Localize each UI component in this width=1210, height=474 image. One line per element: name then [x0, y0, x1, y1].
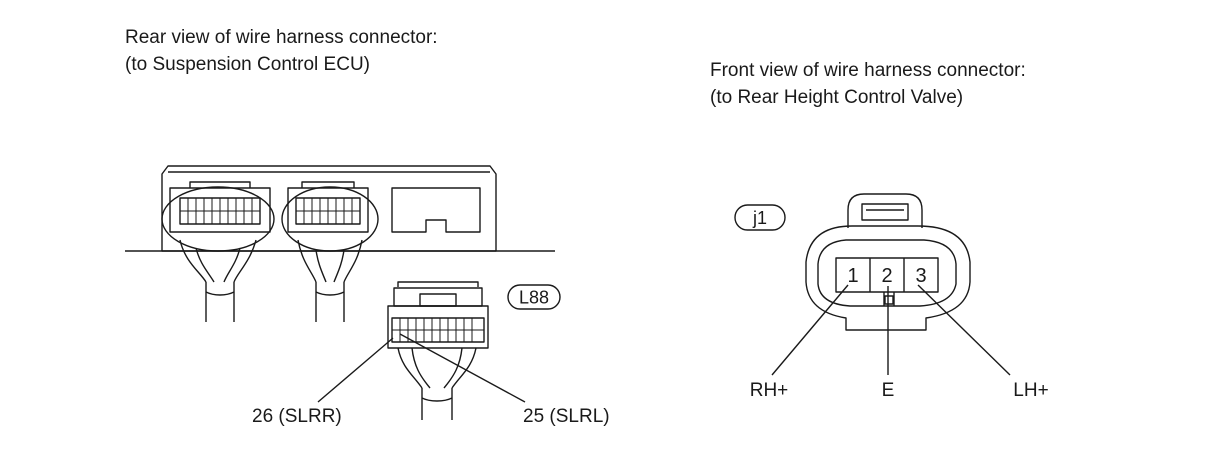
- j1-code-label: j1: [752, 208, 767, 228]
- left-title-line2: (to Suspension Control ECU): [125, 54, 370, 75]
- pin-26-label: 26 (SLRR): [252, 406, 342, 427]
- ecu-connector-block: [125, 165, 555, 322]
- left-title-line1: Rear view of wire harness connector:: [125, 27, 438, 48]
- pin-1-signal-label: RH+: [750, 380, 789, 401]
- pin-3-signal-label: LH+: [1013, 380, 1048, 401]
- pin-number-2: 2: [881, 265, 892, 287]
- pin-2-signal-label: E: [882, 380, 895, 401]
- valve-connector: j1 1 2 3: [734, 193, 1011, 376]
- l88-connector: L88: [317, 281, 561, 420]
- pin-25-label: 25 (SLRL): [523, 406, 610, 427]
- pin-number-1: 1: [847, 265, 858, 287]
- pin-number-3: 3: [915, 265, 926, 287]
- right-title-line1: Front view of wire harness connector:: [710, 60, 1026, 81]
- right-title-line2: (to Rear Height Control Valve): [710, 87, 964, 108]
- l88-code-label: L88: [519, 288, 549, 308]
